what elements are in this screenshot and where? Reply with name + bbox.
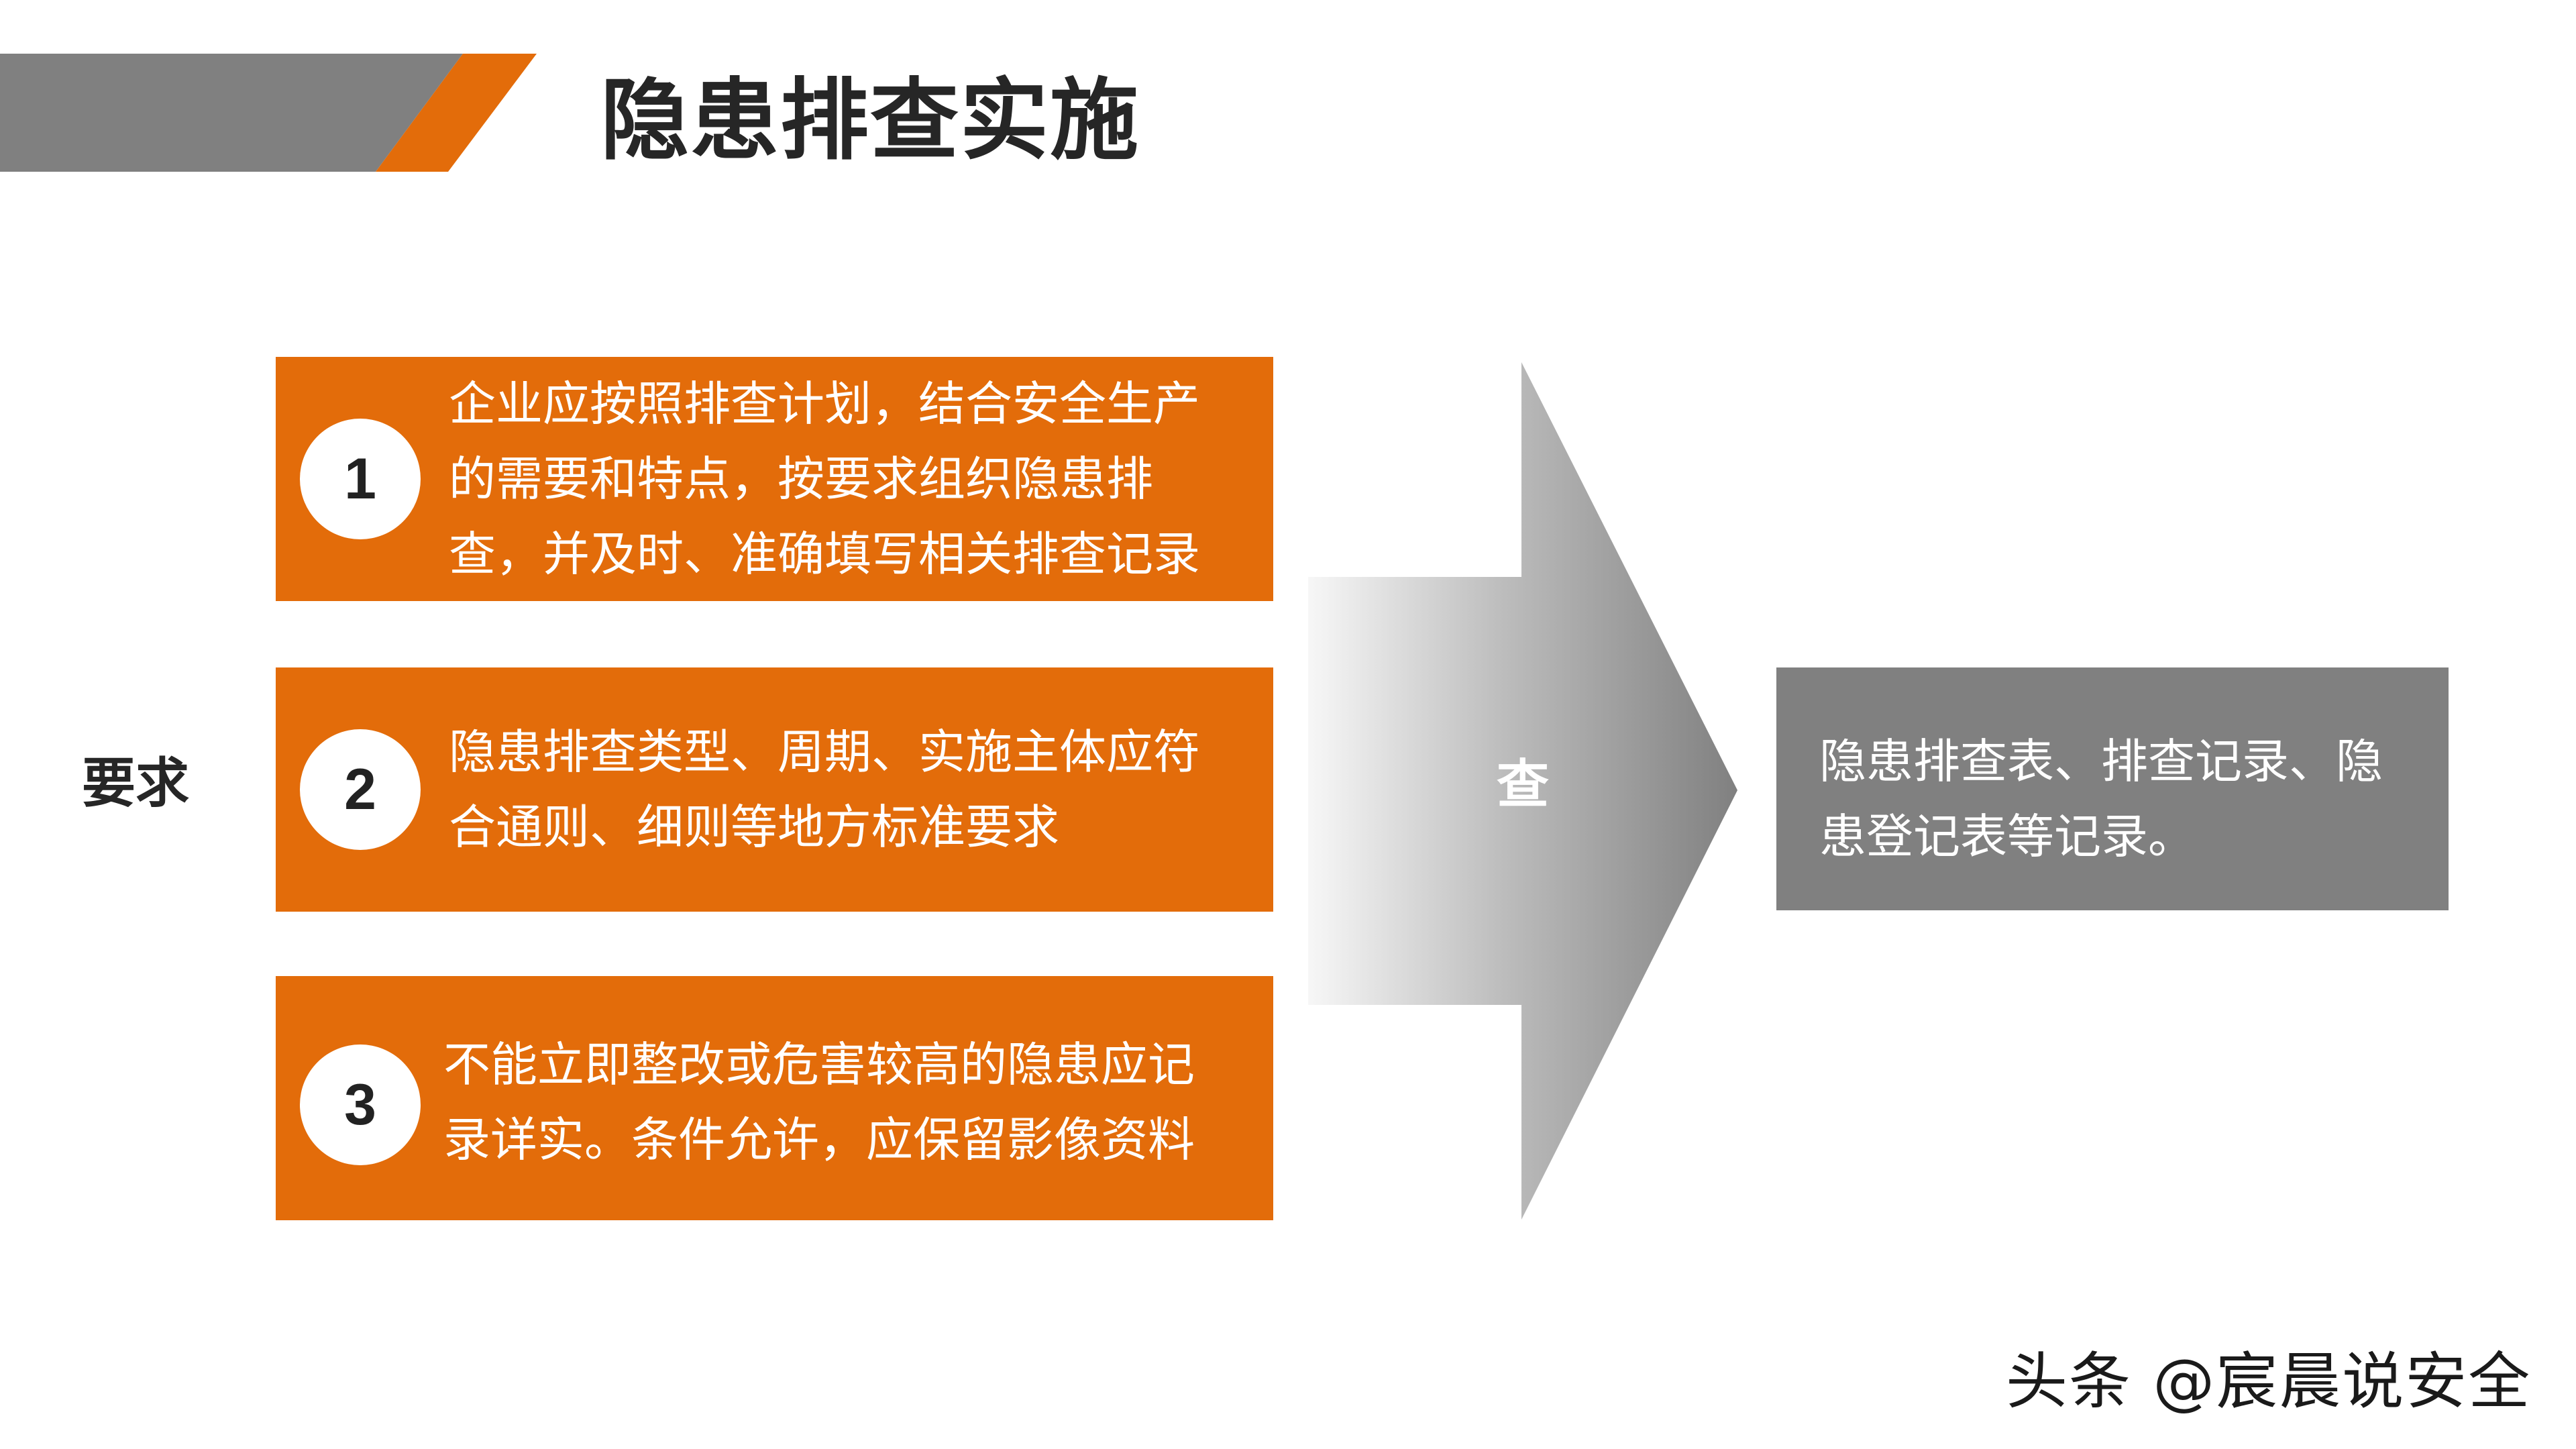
requirement-card-2: 2 隐患排查类型、周期、实施主体应符合通则、细则等地方标准要求 <box>276 667 1273 912</box>
requirement-text-3: 不能立即整改或危害较高的隐患应记录详实。条件允许，应保留影像资料 <box>443 1037 1195 1167</box>
requirement-card-3: 3 不能立即整改或危害较高的隐患应记录详实。条件允许，应保留影像资料 <box>276 976 1273 1220</box>
number-badge-2: 2 <box>300 729 421 850</box>
arrow-right-icon <box>1308 362 1737 1220</box>
requirement-text-2: 隐患排查类型、周期、实施主体应符合通则、细则等地方标准要求 <box>449 724 1200 855</box>
arrow-label: 查 <box>1496 755 1549 815</box>
requirement-card-1: 1 企业应按照排查计划，结合安全生产的需要和特点，按要求组织隐患排查，并及时、准… <box>276 357 1273 601</box>
watermark: 头条 @宸晨说安全 <box>2006 1346 2532 1417</box>
number-badge-3: 3 <box>300 1044 421 1165</box>
header-orange-stripe <box>376 54 537 172</box>
requirement-text-1: 企业应按照排查计划，结合安全生产的需要和特点，按要求组织隐患排查，并及时、准确填… <box>449 376 1200 582</box>
number-badge-1: 1 <box>300 419 421 539</box>
requirement-label: 要求 <box>82 752 189 814</box>
result-box: 隐患排查表、排查记录、隐患登记表等记录。 <box>1776 667 2449 910</box>
result-text: 隐患排查表、排查记录、隐患登记表等记录。 <box>1819 734 2383 864</box>
header-banner <box>0 54 537 172</box>
page-title: 隐患排查实施 <box>600 68 1140 172</box>
header-gray-band <box>0 54 463 172</box>
